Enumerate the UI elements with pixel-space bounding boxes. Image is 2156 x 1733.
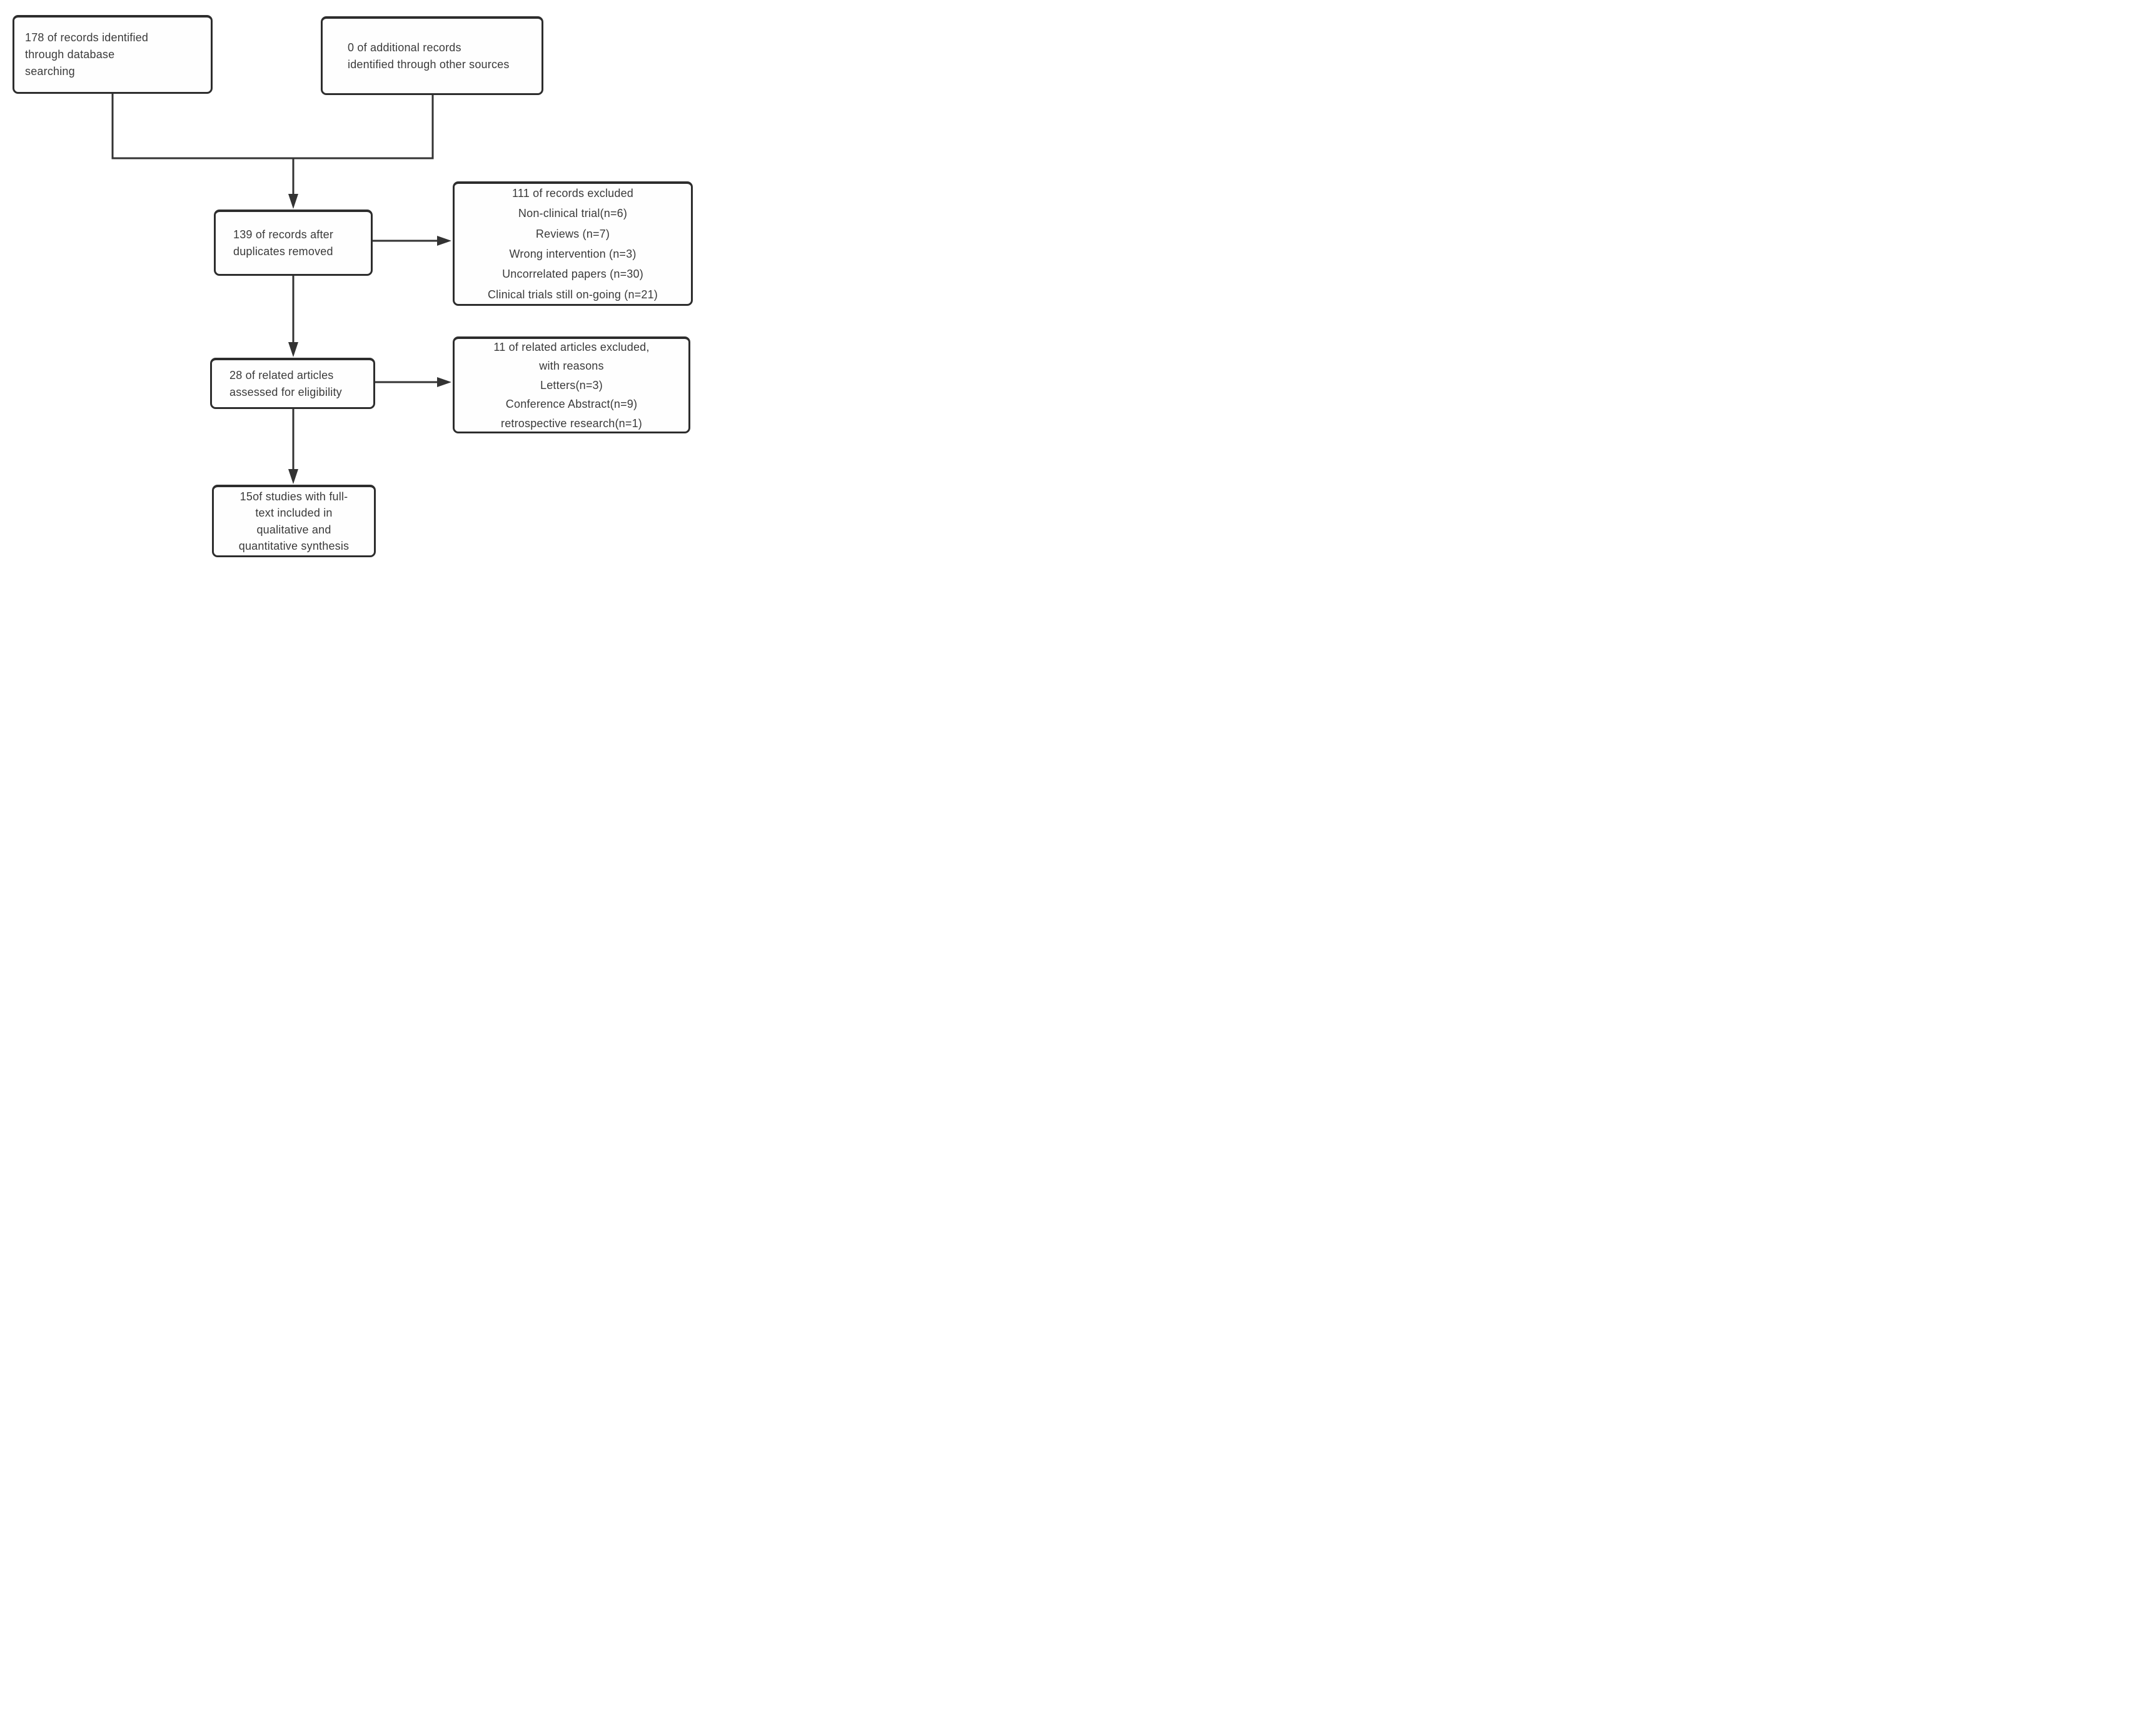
box-articles-assessed: 28 of related articles assessed for elig…	[210, 358, 375, 409]
arrowhead-down-icon	[288, 342, 298, 357]
arrowhead-right-icon	[437, 377, 451, 387]
prisma-flow-diagram: 178 of records identified through databa…	[0, 0, 700, 563]
box-additional-records-text: 0 of additional records identified throu…	[348, 41, 510, 71]
box-records-identified-text: 178 of records identified through databa…	[25, 31, 149, 78]
box-records-excluded: 111 of records excluded Non-clinical tri…	[453, 181, 693, 306]
exclusion-reason: Clinical trials still on-going (n=21)	[487, 288, 658, 301]
arrowhead-down-icon	[288, 194, 298, 209]
exclusion-reason: Uncorrelated papers (n=30)	[502, 268, 643, 281]
box-articles-excluded: 11 of related articles excluded, with re…	[453, 336, 690, 433]
arrowhead-down-icon	[288, 469, 298, 484]
exclusion-reason: Conference Abstract(n=9)	[505, 398, 638, 411]
box-studies-included-text: 15of studies with full- text included in…	[238, 490, 350, 552]
exclusion-reason: Letters(n=3)	[540, 378, 603, 392]
exclusion-reason: retrospective research(n=1)	[501, 417, 642, 430]
arrowhead-right-icon	[437, 236, 451, 246]
flow-connectors	[111, 94, 451, 484]
exclusion-reason: Wrong intervention (n=3)	[509, 248, 637, 260]
box-records-after-duplicates-text: 139 of records after duplicates removed	[233, 228, 334, 258]
articles-excluded-title: 11 of related articles excluded, with re…	[493, 340, 650, 373]
box-studies-included: 15of studies with full- text included in…	[212, 485, 376, 557]
box-records-after-duplicates: 139 of records after duplicates removed	[214, 210, 373, 276]
exclusion-reason: Reviews (n=7)	[535, 227, 610, 240]
records-excluded-title: 111 of records excluded	[511, 186, 634, 200]
box-articles-assessed-text: 28 of related articles assessed for elig…	[229, 368, 342, 398]
box-records-identified: 178 of records identified through databa…	[13, 15, 213, 94]
box-additional-records: 0 of additional records identified throu…	[321, 16, 543, 95]
exclusion-reason: Non-clinical trial(n=6)	[518, 207, 628, 220]
